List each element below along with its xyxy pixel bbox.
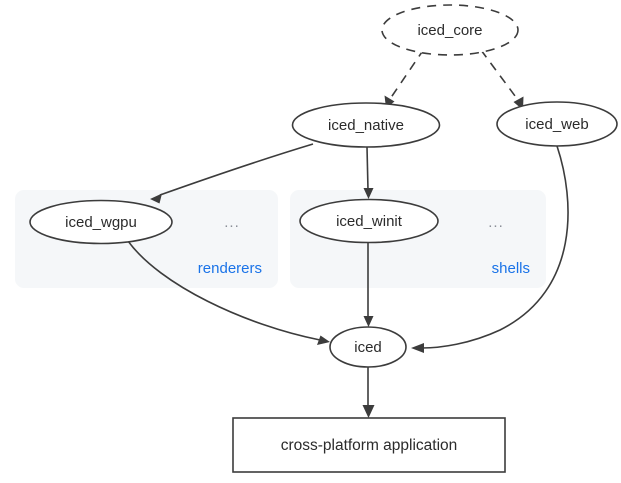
node-application-label: cross-platform application (281, 437, 458, 454)
node-iced-core[interactable]: iced_core (381, 4, 519, 56)
cluster-shells-ellipsis: ... (488, 214, 504, 231)
node-iced-web-shape[interactable] (496, 101, 618, 147)
node-application[interactable]: cross-platform application (232, 417, 506, 473)
edge-iced-winit-to-iced (363, 243, 374, 327)
edge-iced-native-to-iced-wgpu (150, 143, 314, 204)
node-iced-shape[interactable] (329, 326, 407, 368)
node-iced-winit-label: iced_winit (336, 213, 403, 230)
edge-iced-core-to-iced-native-line (389, 48, 425, 100)
node-iced-native[interactable]: iced_native (291, 102, 441, 148)
edge-iced-core-to-iced-web (480, 49, 524, 110)
edge-iced-web-to-iced-line (421, 145, 569, 349)
edge-iced-core-to-iced-native (384, 48, 425, 108)
node-iced-native-shape[interactable] (291, 102, 441, 148)
edge-iced-wgpu-to-iced-line (127, 240, 321, 341)
cluster-renderers-label: renderers (198, 260, 262, 277)
node-iced-wgpu-shape[interactable] (29, 199, 173, 245)
node-iced-core-label: iced_core (417, 22, 482, 39)
node-iced-core-shape[interactable] (381, 4, 519, 56)
edge-iced-winit-to-iced-arrowhead (363, 316, 374, 327)
node-iced-web-label: iced_web (525, 116, 588, 133)
edge-iced-web-to-iced (411, 145, 569, 353)
edge-iced-native-to-iced-wgpu-line (159, 143, 314, 196)
edge-iced-wgpu-to-iced-arrowhead (317, 335, 330, 345)
node-iced-winit-shape[interactable] (299, 198, 439, 244)
edge-iced-to-application-arrowhead (362, 405, 375, 418)
edge-iced-core-to-iced-web-line (480, 49, 519, 101)
node-iced-web[interactable]: iced_web (496, 101, 618, 147)
node-iced-wgpu-label: iced_wgpu (65, 214, 137, 231)
node-iced[interactable]: iced (329, 326, 407, 368)
node-application-shape[interactable] (232, 417, 506, 473)
edge-iced-web-to-iced-arrowhead (411, 343, 424, 353)
edge-iced-native-to-iced-wgpu-arrowhead (150, 193, 162, 204)
edge-iced-native-to-iced-winit-arrowhead (363, 188, 374, 199)
cluster-renderers-ellipsis: ... (224, 214, 240, 231)
edge-iced-native-to-iced-winit (363, 146, 374, 199)
cluster-shells-label: shells (492, 260, 530, 277)
edge-iced-to-application (362, 367, 375, 418)
edge-iced-wgpu-to-iced (127, 240, 330, 345)
node-iced-winit[interactable]: iced_winit (299, 198, 439, 244)
node-iced-native-label: iced_native (328, 117, 404, 134)
edge-iced-native-to-iced-winit-line (366, 146, 369, 191)
node-iced-label: iced (354, 339, 382, 356)
node-iced-wgpu[interactable]: iced_wgpu (29, 199, 173, 245)
